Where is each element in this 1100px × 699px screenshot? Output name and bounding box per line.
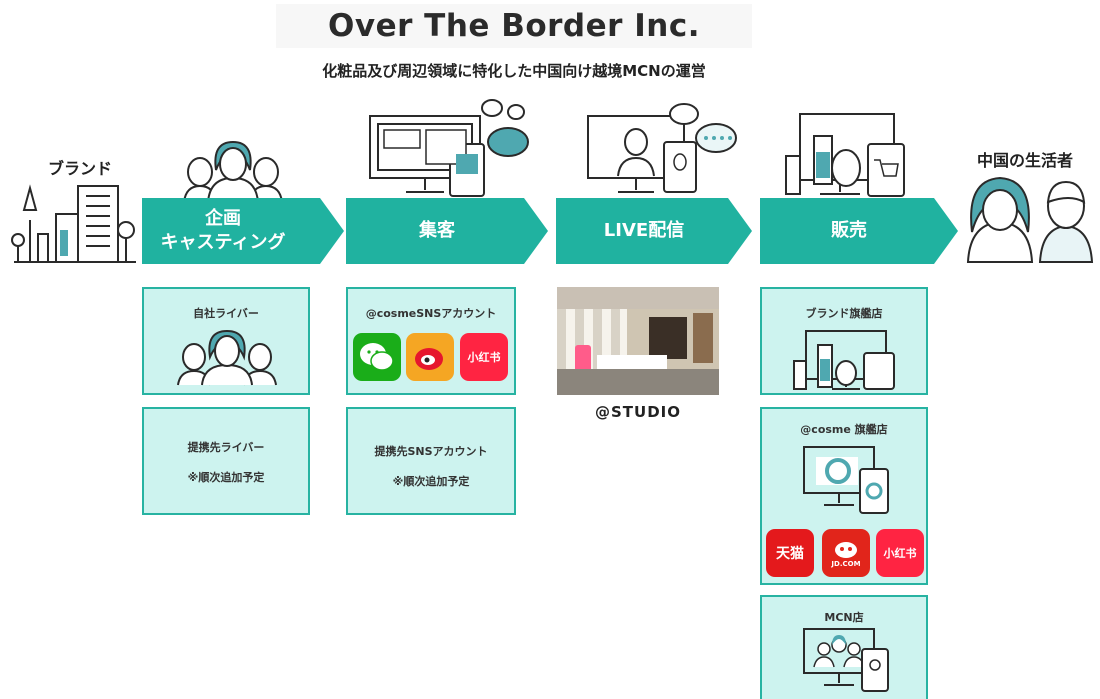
partner-sns-label: 提携先SNSアカウント [374,445,488,458]
live-monitor-icon [587,103,737,193]
step-live-arrow: LIVE配信 [556,198,752,264]
studio-counter [597,355,667,371]
step-planning-line2: キャスティング [160,232,286,253]
mcn-store-card: MCN店 [760,595,928,699]
tmall-icon: 天猫 [766,529,814,577]
consumer-label: 中国の生活者 [976,151,1073,170]
studio-shelf [693,313,713,363]
step-planning-arrow: 企画キャスティング [142,198,344,264]
page-title: Over The Border Inc. [328,8,700,44]
own-liver-card: 自社ライバー [142,287,310,395]
sales-products-icon [785,113,905,197]
partner-sns-note: ※順次追加予定 [392,475,470,488]
brand-label: ブランド [47,159,112,178]
step-attract-arrow: 集客 [346,198,548,264]
cosme-sns-label: @cosmeSNSアカウント [365,307,497,320]
brand-buildings-icon [11,184,136,263]
cosme-store-label: @cosme 旗艦店 [800,423,888,436]
cosme-monitor-icon [803,446,889,514]
step-planning-line1: 企画 [204,208,241,229]
jd-icon: JD.COM [822,529,870,577]
livers-icon [177,329,277,386]
studio-label: @STUDIO [595,403,681,421]
mcn-monitor-icon [803,628,889,692]
step-sales-arrow: 販売 [760,198,958,264]
step-live-label: LIVE配信 [603,220,685,241]
partner-sns-card: 提携先SNSアカウント ※順次追加予定 [346,407,516,515]
studio-photo [557,287,719,395]
xiaohongshu-store-label: 小红书 [883,547,917,560]
step-attract-label: 集客 [419,220,455,241]
xiaohongshu-label: 小红书 [467,351,501,364]
studio-doorway [649,317,687,359]
xiaohongshu-icon: 小红书 [460,333,508,381]
monitor-tablet-chat-icon [369,99,529,197]
studio-pink-panel [575,345,591,373]
jd-label: JD.COM [831,560,861,568]
store-products-icon [793,330,895,390]
tmall-label: 天猫 [776,546,804,562]
partner-liver-label: 提携先ライバー [187,441,265,454]
brand-store-label: ブランド旗艦店 [805,307,883,320]
consumers-icon [966,176,1094,263]
jd-dog-icon [835,542,857,558]
xiaohongshu-store-icon: 小红书 [876,529,924,577]
mcn-store-label: MCN店 [824,611,864,624]
own-liver-label: 自社ライバー [193,307,259,320]
cosme-store-card: @cosme 旗艦店 天猫 JD.COM 小红书 [760,407,928,585]
weibo-icon [406,333,454,381]
studio-floor [557,369,719,395]
brand-store-card: ブランド旗艦店 [760,287,928,395]
partner-liver-note: ※順次追加予定 [187,471,265,484]
title-bar: Over The Border Inc. [276,4,752,48]
wechat-icon [353,333,401,381]
studio-ceiling [557,287,719,309]
women-group-icon [183,140,283,202]
step-sales-label: 販売 [831,220,867,241]
page-subtitle: 化粧品及び周辺領域に特化した中国向け越境MCNの運営 [322,62,706,80]
cosme-sns-card: @cosmeSNSアカウント 小红书 [346,287,516,395]
partner-liver-card: 提携先ライバー ※順次追加予定 [142,407,310,515]
